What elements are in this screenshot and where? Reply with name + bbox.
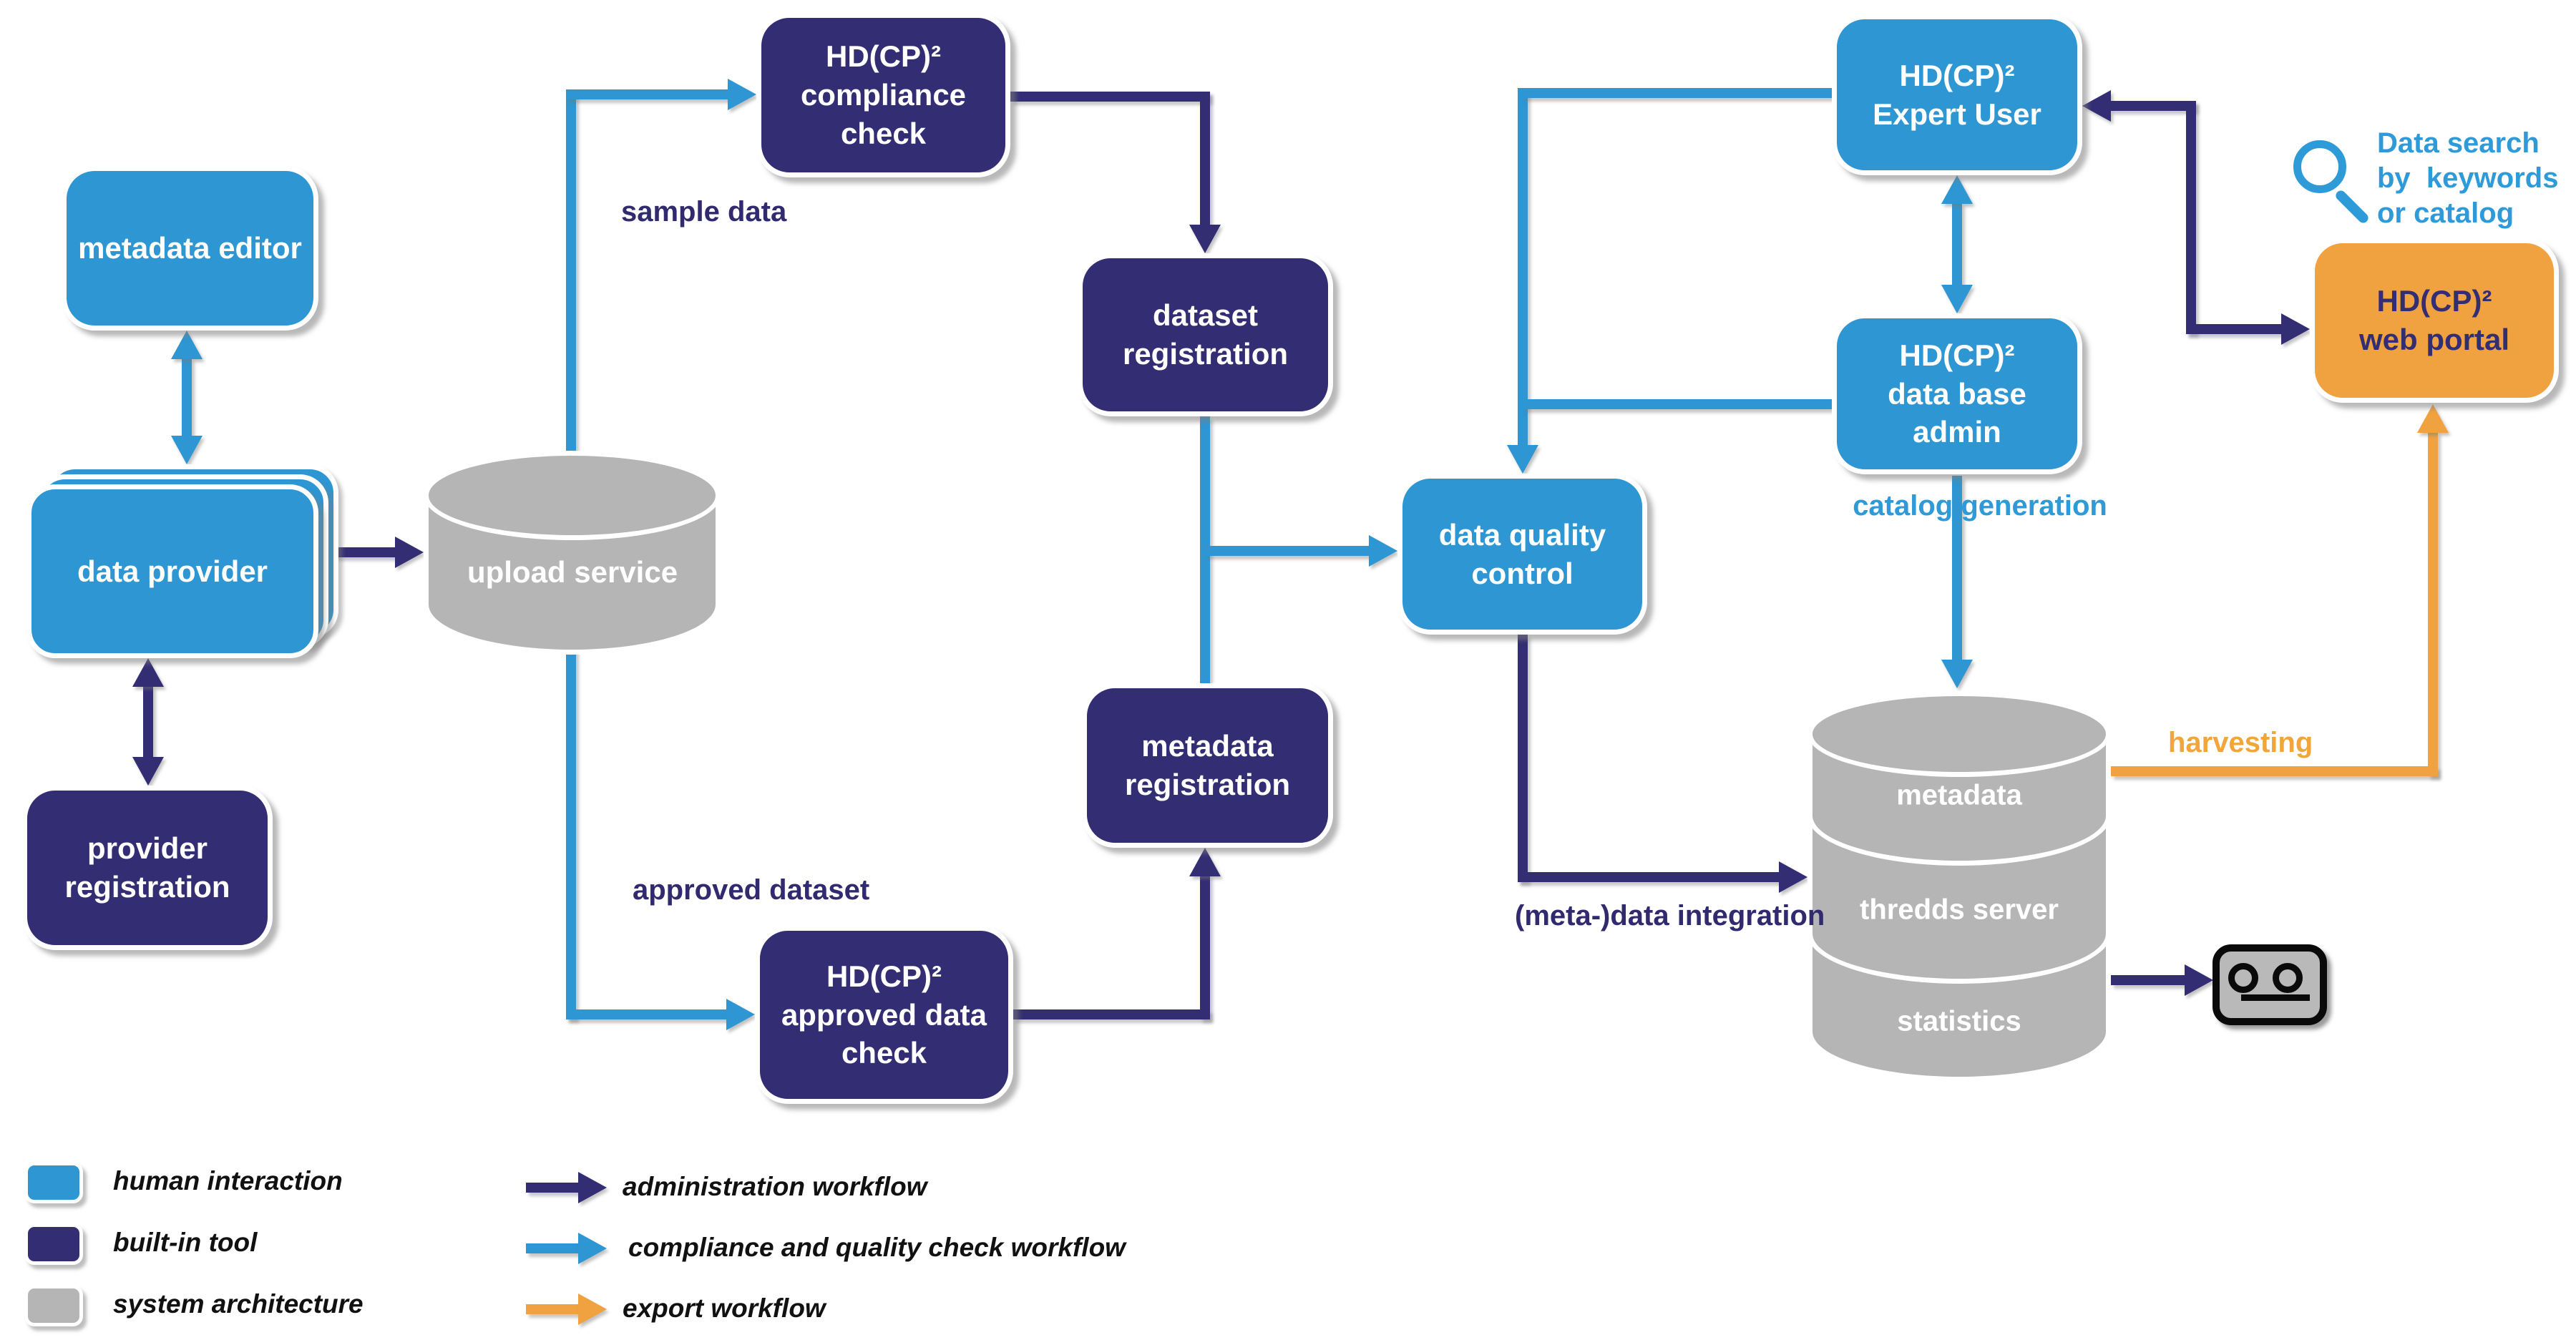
legend-arrow-export <box>526 1304 580 1314</box>
connector-editor-provider <box>182 358 192 438</box>
connector-admin-branch <box>1523 399 1832 409</box>
arrowhead-right-icon <box>2281 313 2310 345</box>
legend-label-export-workflow: export workflow <box>623 1293 826 1323</box>
arrowhead-down-icon <box>1189 225 1221 253</box>
connector-portal-expert-h2 <box>2186 324 2283 334</box>
label-catalog-generation: catalog generation <box>1853 490 2107 522</box>
connector-upload-approved <box>566 1009 730 1019</box>
connector-approved-metadata <box>1013 1009 1210 1019</box>
legend-label-human-interaction: human interaction <box>113 1166 343 1195</box>
node-approved-data-check: HD(CP)² approved data check <box>755 926 1013 1104</box>
connector-compliance-dataset-v <box>1200 92 1210 228</box>
connector-dqc-database-v <box>1518 635 1528 882</box>
database-top <box>1807 691 2111 777</box>
legend-label-system-architecture: system architecture <box>113 1289 364 1319</box>
connector-dqc-database-h <box>1518 872 1779 882</box>
database-label-thredds: thredds server <box>1860 894 2059 926</box>
database-label-metadata: metadata <box>1896 779 2022 811</box>
arrowhead-left-icon <box>2082 90 2111 122</box>
legend-label-administration-workflow: administration workflow <box>623 1172 927 1201</box>
tape-reel-right-icon <box>2273 963 2303 993</box>
arrowhead-up-icon <box>1189 848 1221 876</box>
connector-expert-admin <box>1952 202 1962 286</box>
label-approved-dataset: approved dataset <box>633 874 870 906</box>
arrowhead-up-icon <box>2417 404 2449 433</box>
arrowhead-right-icon <box>1369 535 1397 567</box>
legend-arrow-administration <box>526 1183 580 1193</box>
connector-expert-branch <box>1523 88 1832 98</box>
upload-service-top <box>424 451 721 540</box>
tape-archive-icon <box>2212 944 2327 1025</box>
connector-upload-compliance <box>566 89 731 99</box>
arrowhead-up-icon <box>132 658 164 687</box>
arrowhead-right-icon <box>578 1172 607 1203</box>
search-icon-handle <box>2333 188 2371 225</box>
legend-label-built-in-tool: built-in tool <box>113 1228 258 1257</box>
node-metadata-editor: metadata editor <box>62 166 318 331</box>
connector-portal-expert-h1 <box>2109 101 2196 111</box>
connector-harvesting-v <box>2428 431 2438 776</box>
label-harvesting: harvesting <box>2168 727 2313 758</box>
upload-service-label: upload service <box>467 555 678 589</box>
legend-swatch-built-in-tool <box>24 1223 83 1265</box>
legend-swatch-human-interaction <box>24 1162 83 1203</box>
arrowhead-right-icon <box>728 79 756 110</box>
node-dataset-registration: dataset registration <box>1078 253 1333 416</box>
node-expert-user: HD(CP)² Expert User <box>1832 14 2082 175</box>
connector-harvesting-h <box>2111 766 2438 776</box>
arrowhead-right-icon <box>1779 861 1807 893</box>
connector-users-dqc-trunk <box>1518 88 1528 446</box>
arrowhead-down-icon <box>171 436 203 464</box>
connector-provider-registration <box>143 685 153 758</box>
node-provider-registration: provider registration <box>22 786 273 950</box>
label-sample-data: sample data <box>621 196 787 228</box>
connector-dataset-dqc <box>1205 546 1371 556</box>
connector-admin-database <box>1952 476 1962 660</box>
arrowhead-right-icon <box>2185 964 2213 996</box>
arrowhead-up-icon <box>1941 175 1973 204</box>
arrowhead-right-icon <box>726 999 755 1030</box>
arrowhead-right-icon <box>395 537 424 568</box>
arrowhead-down-icon <box>132 757 164 786</box>
tape-bar-icon <box>2241 994 2310 1001</box>
search-icon <box>2293 140 2346 193</box>
node-data-quality-control: data quality control <box>1397 474 1647 635</box>
node-web-portal: HD(CP)² web portal <box>2310 238 2559 403</box>
database-label-statistics: statistics <box>1897 1005 2021 1037</box>
arrowhead-right-icon <box>578 1293 607 1325</box>
connector-compliance-dataset <box>1010 92 1210 102</box>
arrowhead-right-icon <box>578 1233 607 1264</box>
label-meta-data-integration: (meta-)data integration <box>1515 900 1825 931</box>
arrowhead-down-icon <box>1507 445 1538 474</box>
legend-swatch-system-architecture <box>24 1285 83 1326</box>
node-data-base-admin: HD(CP)² data base admin <box>1832 313 2082 474</box>
node-compliance-check: HD(CP)² compliance check <box>756 13 1010 177</box>
arrowhead-down-icon <box>1941 285 1973 313</box>
node-metadata-registration: metadata registration <box>1082 683 1333 848</box>
arrowhead-up-icon <box>171 331 203 359</box>
connector-approved-metadata-v <box>1200 874 1210 1019</box>
arrowhead-down-icon <box>1941 660 1973 688</box>
label-data-search: Data search by keywords or catalog <box>2377 127 2559 229</box>
legend-arrow-compliance <box>526 1243 580 1253</box>
legend-label-compliance-workflow: compliance and quality check workflow <box>628 1233 1126 1262</box>
connector-portal-expert-v <box>2186 101 2196 334</box>
node-data-provider: data provider <box>26 484 318 658</box>
tape-reel-left-icon <box>2228 963 2258 993</box>
connector-statistics-tape <box>2111 975 2186 985</box>
